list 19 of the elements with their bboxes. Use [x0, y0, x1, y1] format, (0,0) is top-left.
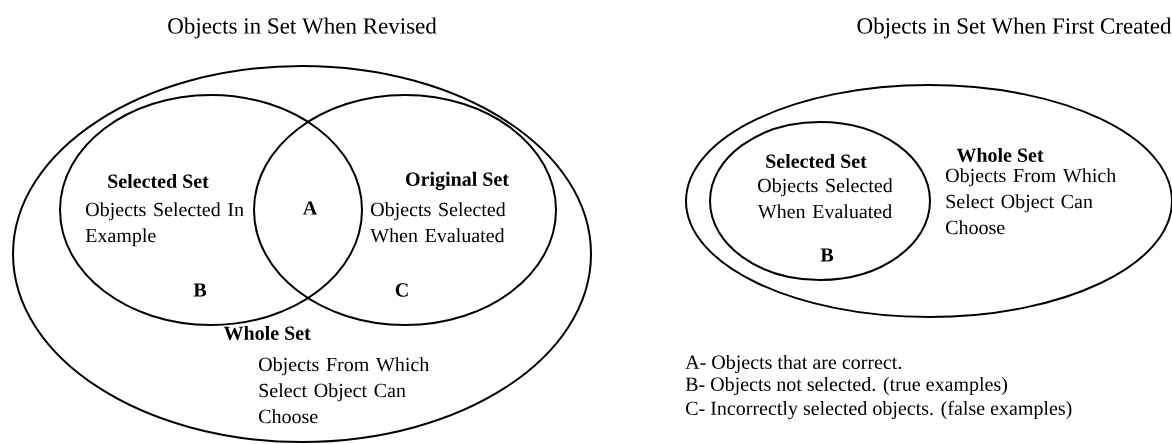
note: B- Objects not selected. (true examples) [685, 376, 1007, 396]
set-description: Objects From Which Select Object Can Choose [259, 357, 430, 424]
set-title: Selected Set [108, 173, 209, 188]
set-title: Objects in Set When First Created [857, 17, 1172, 39]
set-title: Objects in Set When Revised [168, 17, 437, 39]
set-name: Objects Selected When Evaluated [757, 178, 893, 219]
set-name: Objects Selected When Evaluated [370, 202, 506, 243]
region-letter: A [303, 201, 318, 215]
note: A- Objects that are correct. [685, 354, 902, 374]
note: C- Incorrectly selected objects. (false examples) [686, 400, 1072, 420]
set-name: Whole Set [956, 147, 1044, 163]
region-letter: B [193, 283, 207, 297]
set-name: Whole Set [223, 325, 311, 341]
set-title: Original Set [406, 171, 509, 191]
set-title: Selected Set [766, 153, 867, 168]
region-letter: C [395, 283, 408, 297]
set-name: Objects Selected In Example [85, 202, 244, 247]
set-description: Objects From Which Select Object Can Choose [946, 168, 1116, 235]
region-letter: B [820, 248, 834, 262]
